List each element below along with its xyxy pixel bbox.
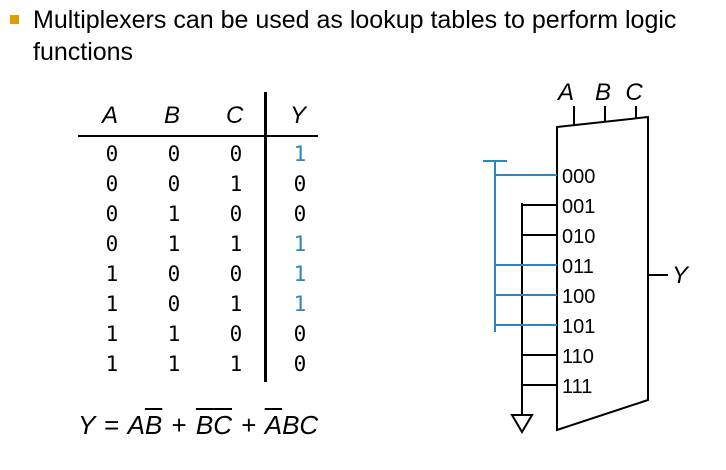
cell-row1-y: 1 bbox=[293, 142, 307, 166]
input-label-101: 101 bbox=[562, 316, 595, 338]
cell-row8-c: 1 bbox=[229, 352, 243, 376]
input-label-011: 011 bbox=[562, 256, 594, 278]
cell-row3-a: 0 bbox=[105, 202, 119, 226]
multiplexer-diagram: A B C Y 000 001 010 011 100 101 110 111 bbox=[483, 79, 690, 434]
mux-body bbox=[556, 115, 649, 432]
cell-row8-y: 0 bbox=[293, 352, 307, 376]
cell-row5-c: 0 bbox=[229, 262, 243, 286]
cell-row1-a: 0 bbox=[105, 142, 119, 166]
select-label-b: B bbox=[595, 79, 611, 106]
cell-row1-c: 0 bbox=[229, 142, 243, 166]
cell-row4-a: 0 bbox=[105, 232, 119, 256]
slide-heading: Multiplexers can be used as lookup table… bbox=[33, 6, 677, 66]
cell-row2-a: 0 bbox=[105, 172, 119, 196]
cell-row1-b: 0 bbox=[167, 142, 181, 166]
cell-row4-y: 1 bbox=[293, 232, 307, 256]
cell-row5-y: 1 bbox=[293, 262, 307, 286]
cell-row8-a: 1 bbox=[105, 352, 119, 376]
output-label: Y bbox=[672, 262, 690, 289]
cell-row2-y: 0 bbox=[293, 172, 307, 196]
cell-row7-b: 1 bbox=[167, 322, 181, 346]
input-label-110: 110 bbox=[562, 346, 594, 368]
eq-equals: = bbox=[104, 410, 120, 440]
boolean-equation: Y = AB + BC + ABC bbox=[78, 410, 318, 441]
select-label-c: C bbox=[625, 79, 643, 106]
cell-row3-b: 1 bbox=[167, 202, 181, 226]
mux-inputs: 000 001 010 011 100 101 110 111 bbox=[495, 166, 595, 398]
eq-term1-a: A bbox=[127, 410, 145, 440]
cell-row4-c: 1 bbox=[229, 232, 243, 256]
cell-row4-b: 1 bbox=[167, 232, 181, 256]
header-c: C bbox=[226, 102, 244, 129]
table-output-divider bbox=[264, 92, 267, 382]
input-label-111: 111 bbox=[562, 376, 592, 398]
cell-row3-y: 0 bbox=[293, 202, 307, 226]
cell-row8-b: 1 bbox=[167, 352, 181, 376]
input-label-100: 100 bbox=[562, 286, 595, 308]
eq-term3-b: B bbox=[282, 410, 300, 440]
cell-row6-b: 0 bbox=[167, 292, 181, 316]
truth-table: A B C Y 0 0 0 1 0 0 1 0 0 1 0 0 0 1 1 1 1 0 0 1 1 0 1 1 1 1 0 0 1 1 1 0 bbox=[78, 92, 318, 392]
header-y: Y bbox=[290, 102, 307, 129]
select-label-a: A bbox=[556, 79, 574, 106]
eq-term1-b-bar: B bbox=[144, 410, 163, 440]
cell-row5-a: 1 bbox=[105, 262, 119, 286]
eq-term2-b: B bbox=[195, 410, 214, 440]
cell-row2-c: 1 bbox=[229, 172, 243, 196]
eq-plus-1: + bbox=[171, 410, 187, 440]
cell-row6-c: 1 bbox=[229, 292, 243, 316]
cell-row7-y: 0 bbox=[293, 322, 307, 346]
cell-row5-b: 0 bbox=[167, 262, 181, 286]
eq-term3-a-bar: A bbox=[264, 410, 283, 440]
header-a: A bbox=[102, 102, 119, 129]
input-label-010: 010 bbox=[562, 226, 595, 248]
table-header-rule bbox=[78, 135, 318, 137]
cell-row6-y: 1 bbox=[293, 292, 307, 316]
input-label-000: 000 bbox=[562, 166, 595, 188]
cell-row7-a: 1 bbox=[105, 322, 119, 346]
cell-row6-a: 1 bbox=[105, 292, 119, 316]
ground-symbol bbox=[510, 414, 534, 434]
bullet-marker bbox=[10, 15, 19, 24]
eq-output: Y bbox=[78, 410, 95, 440]
eq-plus-2: + bbox=[241, 410, 257, 440]
input-label-001: 001 bbox=[562, 196, 595, 218]
eq-term2-bc-bar: BC bbox=[196, 410, 232, 440]
header-b: B bbox=[164, 102, 181, 129]
cell-row7-c: 0 bbox=[229, 322, 243, 346]
eq-term3-c: C bbox=[299, 410, 319, 440]
cell-row3-c: 0 bbox=[229, 202, 243, 226]
eq-term2-c: C bbox=[213, 410, 233, 440]
cell-row2-b: 0 bbox=[167, 172, 181, 196]
